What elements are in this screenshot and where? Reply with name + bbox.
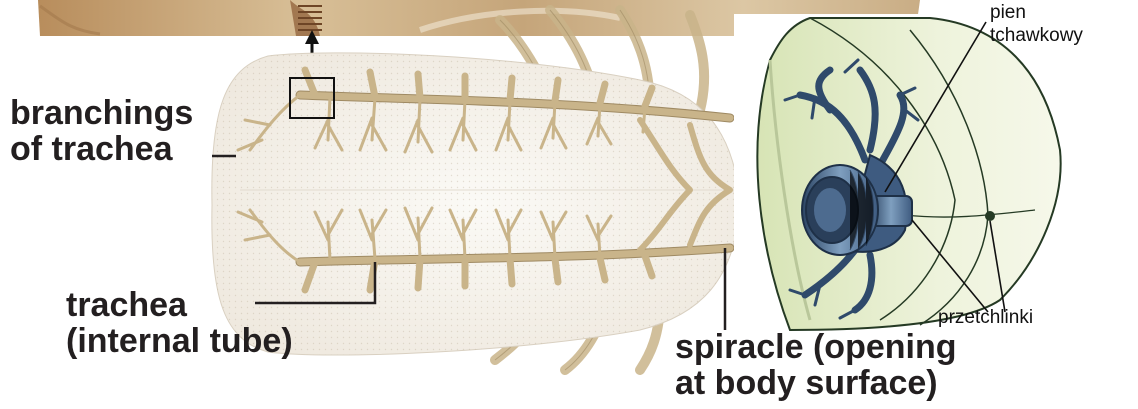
label-spiracle-line1: spiracle (opening bbox=[675, 330, 957, 366]
label-pien-line1: pien bbox=[990, 2, 1083, 25]
label-trachea-line2: (internal tube) bbox=[66, 324, 293, 360]
label-branchings-line2: of trachea bbox=[10, 132, 193, 168]
label-pien-tchawkowy: pien tchawkowy bbox=[990, 2, 1083, 48]
label-trachea-line1: trachea bbox=[66, 288, 293, 324]
label-pien-line2: tchawkowy bbox=[990, 25, 1083, 48]
label-spiracle-opening: spiracle (opening at body surface) bbox=[675, 330, 957, 401]
label-branchings-line1: branchings bbox=[10, 96, 193, 132]
tracheal-cross-section-inset bbox=[734, 14, 1138, 330]
label-spiracle-line2: at body surface) bbox=[675, 366, 957, 402]
label-przetchlinki: przetchlinki bbox=[938, 307, 1033, 330]
label-trachea-internal-tube: trachea (internal tube) bbox=[66, 288, 293, 359]
label-branchings-of-trachea: branchings of trachea bbox=[10, 96, 193, 167]
